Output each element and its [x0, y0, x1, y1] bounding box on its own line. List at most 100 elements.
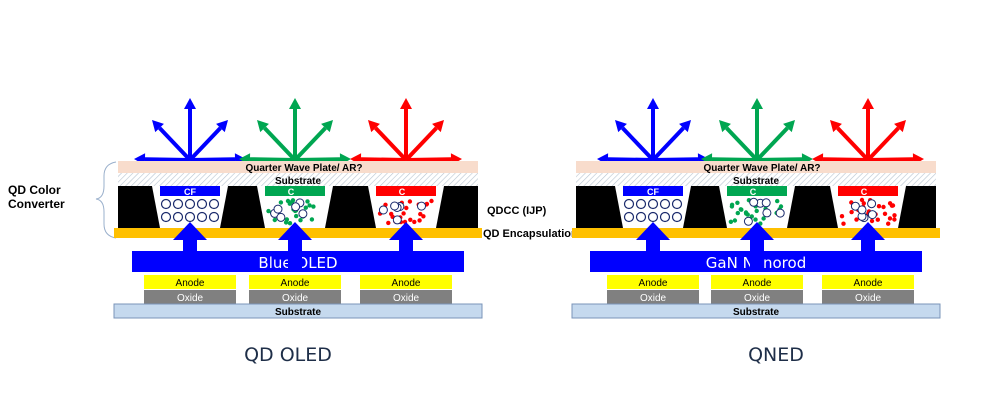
red-qd-dot [869, 218, 875, 224]
red-scatter-particle [417, 201, 426, 211]
green-emission-up-head [751, 98, 763, 109]
green-emission-upleft-head [719, 120, 731, 133]
blue-color-filter [160, 186, 220, 196]
blue-scatter-particle [671, 211, 683, 223]
red-cf-label: C [861, 187, 868, 197]
blue-emission-upleft-shaft [158, 126, 192, 162]
blue-scatter-particle [208, 198, 220, 210]
green-emission-up-head [289, 98, 301, 109]
green-color-filter [727, 186, 787, 196]
green-scatter-particle [761, 198, 771, 208]
green-emission-upleft-shaft [725, 126, 759, 162]
top-substrate [118, 173, 478, 186]
green-oxide-label: Oxide [282, 293, 309, 304]
green-qd-dot [309, 217, 315, 222]
green-up-arrow-stem [288, 238, 302, 268]
red-qd-dot [887, 216, 893, 221]
red-subpixel-well [830, 186, 906, 228]
red-qd-dot [386, 220, 391, 226]
green-emission-upleft-head [257, 120, 269, 133]
blue-scatter-particle [623, 198, 635, 210]
green-qd-dot [272, 217, 277, 223]
red-emission-upright-head [432, 120, 444, 133]
blue-cf-label: CF [647, 187, 659, 197]
green-qd-dot [287, 221, 293, 226]
blue-oxide-label: Oxide [640, 293, 667, 304]
green-up-arrow-stem [750, 238, 764, 268]
red-emission-up-head [862, 98, 874, 109]
green-scatter-particle [749, 197, 759, 207]
green-qd-dot [305, 199, 310, 204]
green-qd-dot [303, 205, 308, 210]
blue-scatter-particle [160, 211, 172, 223]
red-emission-left-shaft [822, 157, 869, 162]
red-scatter-particle [850, 201, 860, 211]
red-qd-dot [404, 205, 409, 211]
green-qd-dot [728, 219, 734, 224]
blue-emission-upleft-shaft [621, 126, 655, 162]
qdcc-label: QDCC (IJP) [487, 205, 547, 217]
green-anode [711, 275, 803, 289]
red-emission-left-shaft [360, 157, 407, 162]
top-substrate-label: Substrate [733, 176, 780, 187]
red-scatter-particle [392, 215, 402, 225]
green-qd-dot [761, 216, 766, 221]
red-color-filter [838, 186, 898, 196]
blue-scatter-particle [196, 211, 208, 223]
blue-emission-upright-head [679, 120, 691, 133]
top-substrate [576, 173, 936, 186]
blue-scatter-particle [160, 198, 172, 210]
green-scatter-particle [775, 208, 785, 218]
blue-emission-upright-shaft [188, 126, 222, 162]
blue-emission-left-shaft [607, 157, 654, 162]
red-qd-dot [417, 218, 422, 223]
green-oxide [249, 290, 341, 304]
blue-up-arrow-stem [183, 238, 197, 268]
bottom-substrate-label: Substrate [733, 307, 780, 318]
red-qd-dot [892, 213, 897, 218]
green-qd-dot [753, 217, 758, 222]
red-up-arrow-tip [851, 222, 885, 240]
qd-encapsulation-label: QD Encapsulation [483, 228, 578, 240]
red-scatter-particle [390, 201, 400, 211]
red-anode-label: Anode [854, 278, 883, 289]
bottom-substrate [571, 303, 941, 319]
green-qd-dot [739, 207, 744, 212]
red-qd-dot [892, 217, 897, 222]
blue-anode [607, 275, 699, 289]
red-anode-label: Anode [392, 278, 421, 289]
red-qd-dot [876, 204, 882, 209]
panel-title: QD OLED [244, 344, 332, 366]
blue-scatter-particle [184, 198, 196, 210]
blue-anode [144, 275, 236, 289]
blue-up-arrow-tip [173, 222, 207, 240]
red-qd-dot [418, 211, 423, 217]
green-up-arrow-tip [740, 222, 774, 240]
bottom-substrate [113, 303, 483, 319]
red-qd-dot [839, 214, 845, 219]
red-qd-dot [407, 199, 413, 204]
blue-scatter-particle [635, 198, 647, 210]
blue-up-arrow-stem [646, 238, 660, 268]
red-qd-dot [875, 217, 880, 222]
blue-emission-right-shaft [652, 157, 699, 162]
green-qd-dot [729, 204, 735, 209]
green-emission-right-shaft [756, 157, 803, 162]
green-anode-label: Anode [281, 278, 310, 289]
green-qd-dot [311, 204, 316, 209]
red-qd-dot [421, 214, 426, 219]
blue-emission-upleft-head [152, 120, 164, 133]
green-emission-upright-shaft [755, 126, 789, 162]
green-anode-label: Anode [743, 278, 772, 289]
green-cf-label: C [288, 187, 295, 197]
green-qd-dot [266, 208, 271, 214]
red-scatter-particle [867, 199, 877, 209]
red-anode [360, 275, 452, 289]
qd-color-converter-label-2: Converter [8, 197, 65, 211]
green-oxide [711, 290, 803, 304]
blue-emission-right-shaft [189, 157, 236, 162]
red-emission-upleft-shaft [836, 126, 870, 162]
blue-up-arrow-tip [636, 222, 670, 240]
